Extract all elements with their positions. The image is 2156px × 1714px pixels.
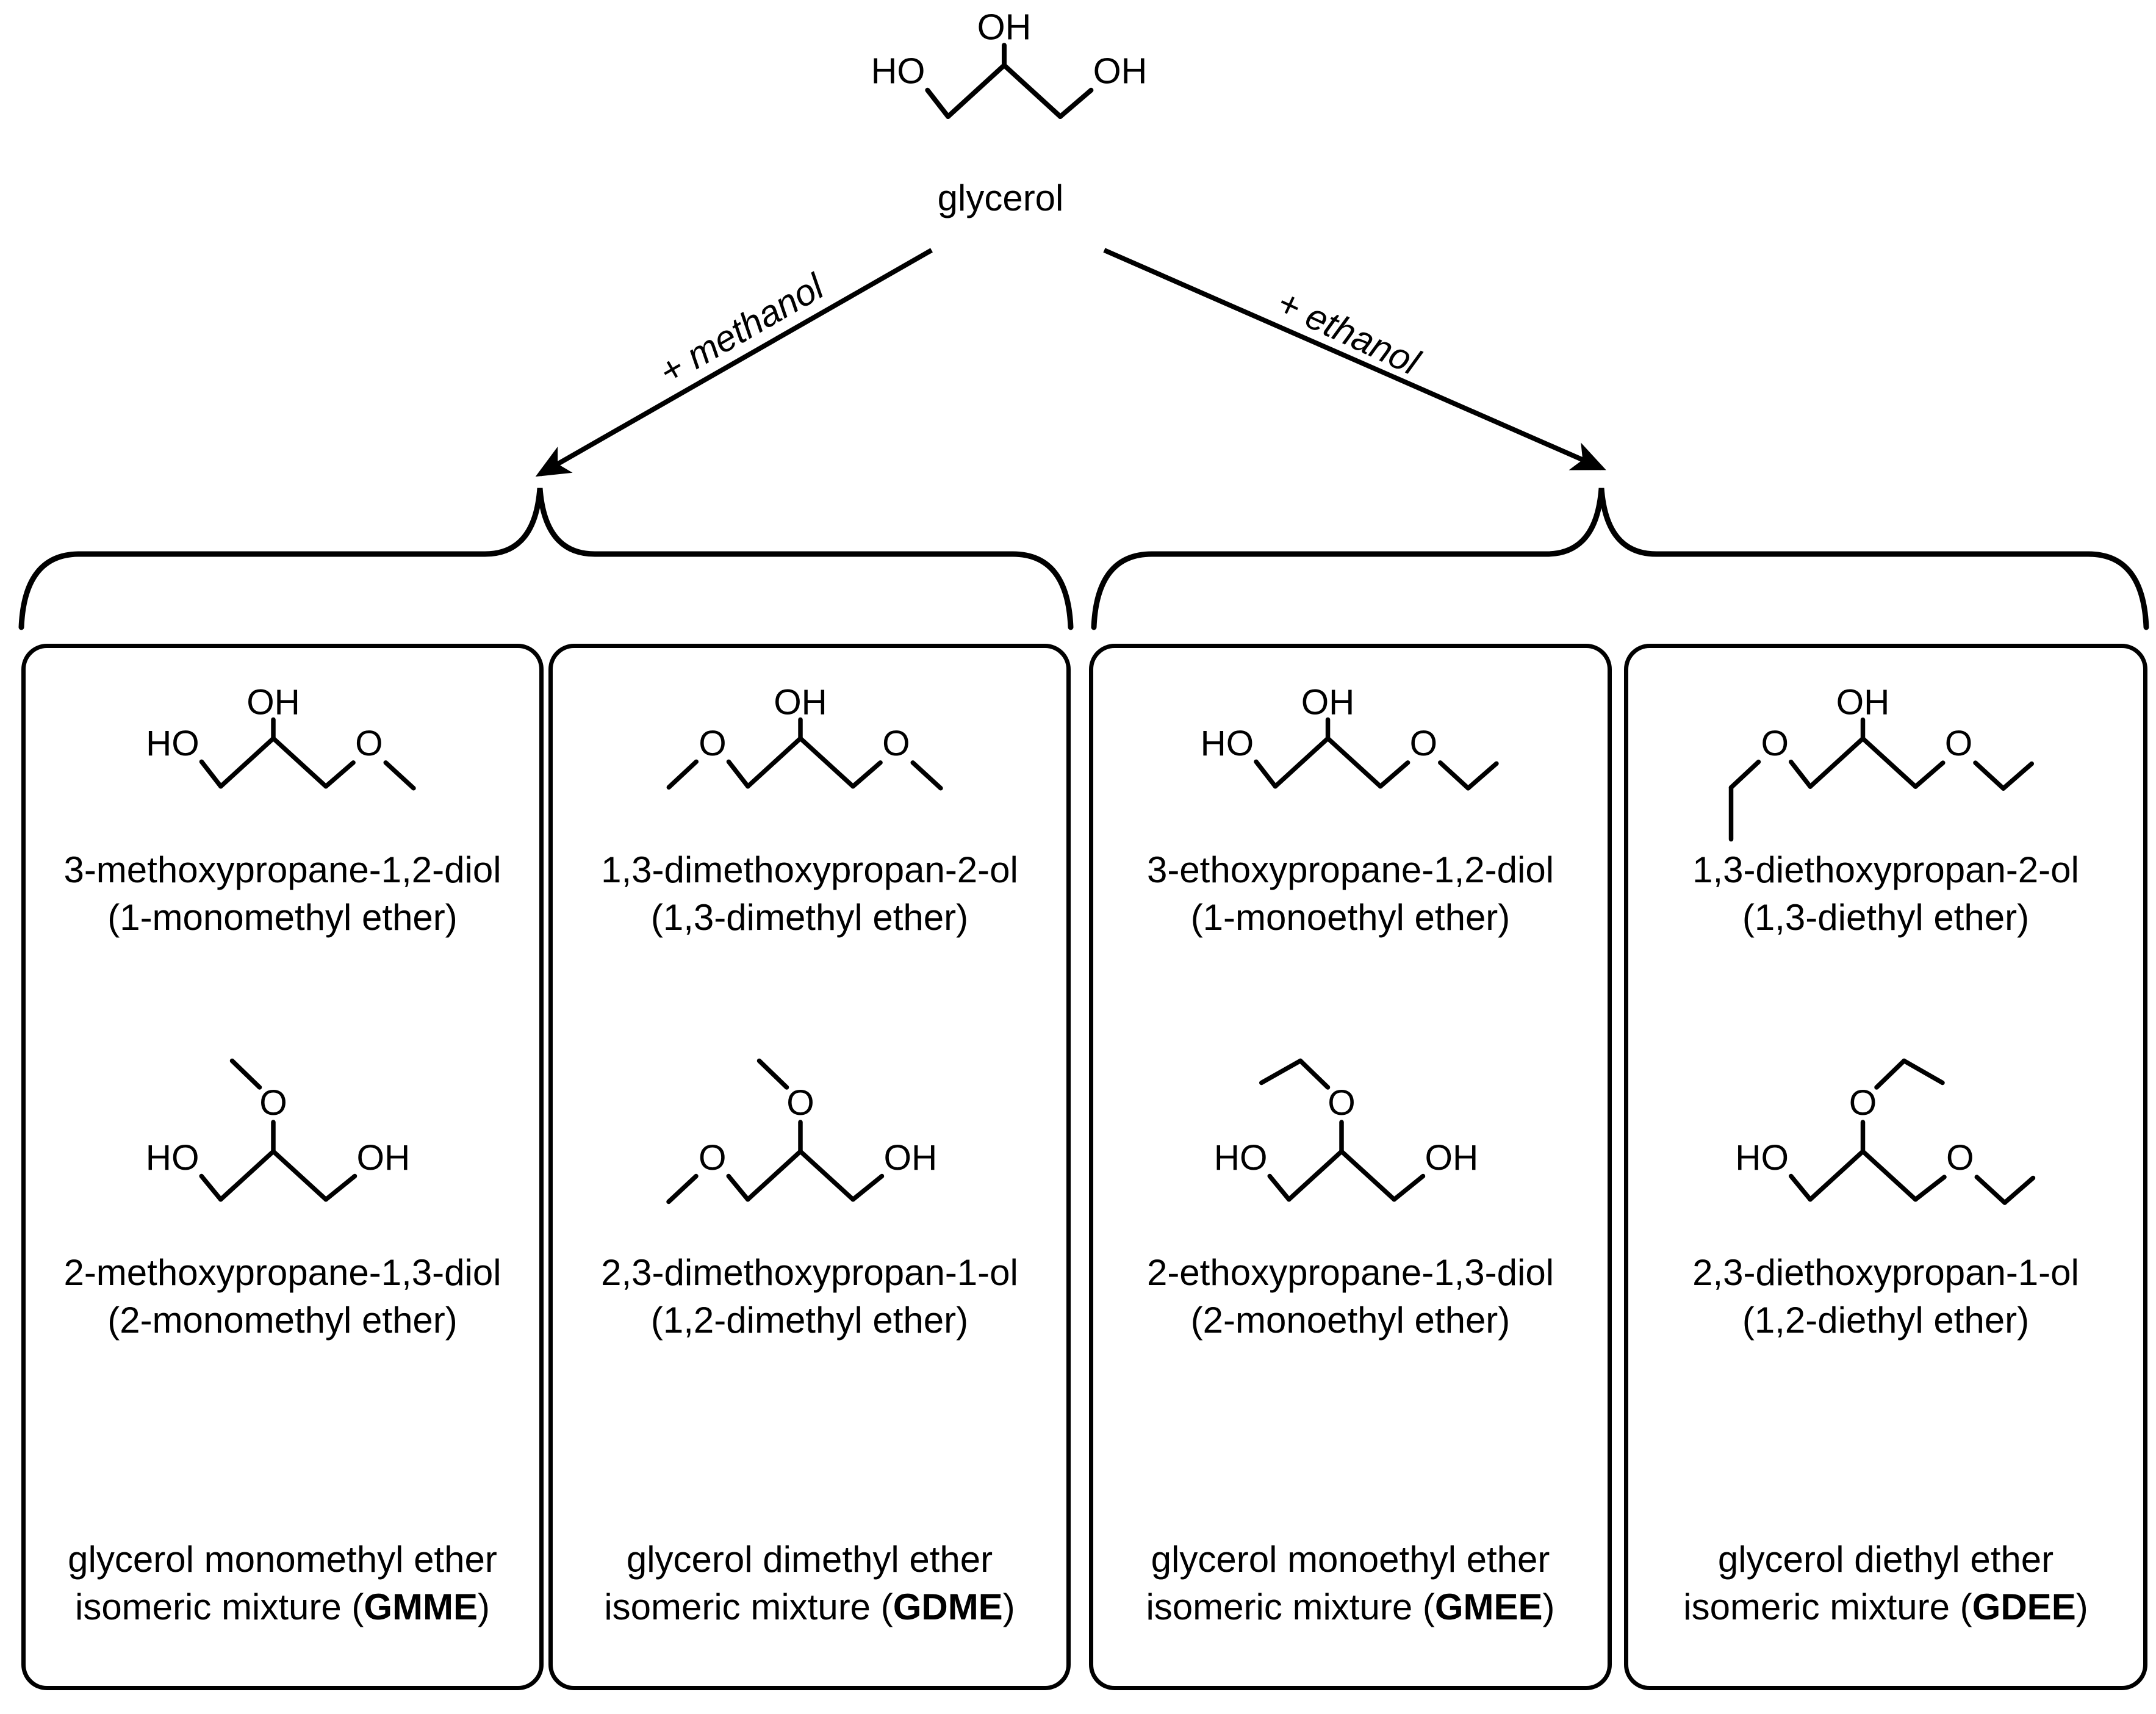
structure-name: 1,3-diethoxypropan-2-ol (1,3-diethyl eth… — [1628, 846, 2143, 942]
mixture-line1: glycerol monoethyl ether — [1151, 1539, 1550, 1580]
atom-label-left: HO — [146, 1138, 199, 1178]
atom-label-top: O — [1849, 1083, 1877, 1123]
product-box-gmme: OH HO O 3-methoxypropane-1,2-diol (1-mon… — [21, 644, 544, 1690]
structure-name-line1: 2,3-diethoxypropan-1-ol — [1692, 1252, 2079, 1293]
molecule-2-methoxypropane-13-diol: O HO OH — [146, 1058, 411, 1202]
methanol-arrow-icon — [535, 248, 933, 477]
atom-label-right: OH — [1093, 51, 1148, 92]
structure-name-line1: 2-methoxypropane-1,3-diol — [63, 1252, 501, 1293]
bonds — [1789, 1058, 2036, 1205]
mixture-label-gmee: glycerol monoethyl ether isomeric mixtur… — [1093, 1536, 1608, 1631]
structure-name-line1: 1,3-dimethoxypropan-2-ol — [601, 849, 1018, 890]
atom-label-left: O — [699, 724, 726, 763]
mixture-line2: isomeric mixture (GMEE) — [1146, 1586, 1555, 1627]
atom-label-right: O — [355, 724, 383, 763]
structure-name-line1: 1,3-diethoxypropan-2-ol — [1692, 849, 2079, 890]
molecule-3-ethoxypropane-12-diol: OH HO O — [1200, 686, 1499, 791]
acronym-gdme: GDME — [893, 1586, 1003, 1627]
mixture-line2: isomeric mixture (GDEE) — [1683, 1586, 2088, 1627]
structure-name: 3-methoxypropane-1,2-diol (1-monomethyl … — [26, 846, 539, 942]
atom-label-left: HO — [1200, 724, 1254, 763]
mixture-label-gmme: glycerol monomethyl ether isomeric mixtu… — [26, 1536, 539, 1631]
acronym-gdee: GDEE — [1972, 1586, 2076, 1627]
acronym-gmee: GMEE — [1434, 1586, 1543, 1627]
molecule-23-dimethoxypropan-1-ol: O O OH — [666, 1058, 938, 1204]
atom-label-top: OH — [246, 686, 300, 722]
product-box-gdme: OH O O 1,3-dimethoxypropan-2-ol (1,3-dim… — [548, 644, 1071, 1690]
atom-label-right: OH — [1425, 1138, 1478, 1178]
atom-label-top: O — [1328, 1083, 1356, 1123]
structure-name: 2-ethoxypropane-1,3-diol (2-monoethyl et… — [1093, 1249, 1608, 1344]
mixture-line2: isomeric mixture (GMME) — [74, 1586, 490, 1627]
atom-label-top: OH — [1301, 686, 1354, 722]
structure-name-line2: (1,3-dimethyl ether) — [650, 897, 969, 938]
atom-label-left: HO — [146, 724, 199, 763]
atom-label-top: O — [786, 1083, 814, 1123]
structure-name-line2: (1,2-diethyl ether) — [1742, 1300, 2030, 1341]
structure-name: 2,3-dimethoxypropan-1-ol (1,2-dimethyl e… — [553, 1249, 1066, 1344]
atom-label-right: O — [882, 724, 910, 763]
atom-label-left: HO — [1735, 1138, 1789, 1178]
bonds — [1259, 1058, 1425, 1202]
bonds — [666, 1058, 885, 1204]
structure-name: 2-methoxypropane-1,3-diol (2-monomethyl … — [26, 1249, 539, 1344]
mixture-label-gdme: glycerol dimethyl ether isomeric mixture… — [553, 1536, 1066, 1631]
structure-name-line1: 3-methoxypropane-1,2-diol — [63, 849, 501, 890]
atom-label-left: O — [699, 1138, 727, 1178]
ethanol-products-brace — [1091, 488, 2149, 630]
structure-name-line1: 2,3-dimethoxypropan-1-ol — [601, 1252, 1018, 1293]
molecule-13-dimethoxypropan-2-ol: OH O O — [666, 686, 943, 791]
bonds — [199, 1058, 358, 1202]
molecule-glycerol: OH HO OH — [871, 9, 1148, 119]
bonds — [1253, 717, 1499, 791]
atom-label-top: OH — [977, 9, 1032, 48]
structure-name-line2: (1-monoethyl ether) — [1190, 897, 1511, 938]
molecule-3-methoxypropane-12-diol: OH HO O — [146, 686, 416, 791]
structure-name-line2: (2-monoethyl ether) — [1190, 1300, 1511, 1341]
product-box-gmee: OH HO O 3-ethoxypropane-1,2-diol (1-mono… — [1089, 644, 1612, 1690]
atom-label-right: O — [1946, 1138, 1974, 1178]
atom-label-right: O — [1409, 724, 1437, 763]
ethanol-arrow-icon — [1103, 248, 1606, 470]
structure-name-line1: 2-ethoxypropane-1,3-diol — [1146, 1252, 1554, 1293]
atom-label-right: OH — [884, 1138, 938, 1178]
mixture-line1: glycerol dimethyl ether — [626, 1539, 993, 1580]
structure-name: 1,3-dimethoxypropan-2-ol (1,3-dimethyl e… — [553, 846, 1066, 942]
acronym-gmme: GMME — [364, 1586, 478, 1627]
structure-name-line2: (1,2-dimethyl ether) — [650, 1300, 969, 1341]
mixture-line1: glycerol monomethyl ether — [68, 1539, 497, 1580]
molecule-13-diethoxypropan-2-ol: OH O O — [1728, 686, 2034, 842]
atom-label-top: OH — [1836, 686, 1890, 722]
structure-name-line2: (1-monomethyl ether) — [107, 897, 458, 938]
molecule-2-ethoxypropane-13-diol: O HO OH — [1213, 1058, 1478, 1202]
atom-label-right: O — [1945, 724, 1973, 763]
atom-label-left: HO — [871, 51, 925, 92]
structure-name-line1: 3-ethoxypropane-1,2-diol — [1146, 849, 1554, 890]
molecule-23-diethoxypropan-1-ol: O HO O — [1735, 1058, 2036, 1205]
product-box-gdee: OH O O 1,3-diethoxypropan-2-ol (1,3-diet… — [1624, 644, 2147, 1690]
bonds — [925, 43, 1094, 119]
structure-name: 3-ethoxypropane-1,2-diol (1-monoethyl et… — [1093, 846, 1608, 942]
structure-name: 2,3-diethoxypropan-1-ol (1,2-diethyl eth… — [1628, 1249, 2143, 1344]
atom-label-top: OH — [774, 686, 827, 722]
structure-name-line2: (1,3-diethyl ether) — [1742, 897, 2030, 938]
atom-label-left: O — [1761, 724, 1789, 763]
bonds — [666, 717, 943, 791]
bonds — [1728, 717, 2034, 842]
glycerol-label: glycerol — [937, 178, 1064, 218]
bonds — [199, 717, 416, 791]
methanol-products-brace — [18, 488, 2149, 630]
structure-name-line2: (2-monomethyl ether) — [107, 1300, 458, 1341]
mixture-line2: isomeric mixture (GDME) — [604, 1586, 1015, 1627]
atom-label-right: OH — [357, 1138, 411, 1178]
atom-label-left: HO — [1213, 1138, 1267, 1178]
atom-label-top: O — [259, 1083, 287, 1123]
mixture-label-gdee: glycerol diethyl ether isomeric mixture … — [1628, 1536, 2143, 1631]
mixture-line1: glycerol diethyl ether — [1717, 1539, 2054, 1580]
